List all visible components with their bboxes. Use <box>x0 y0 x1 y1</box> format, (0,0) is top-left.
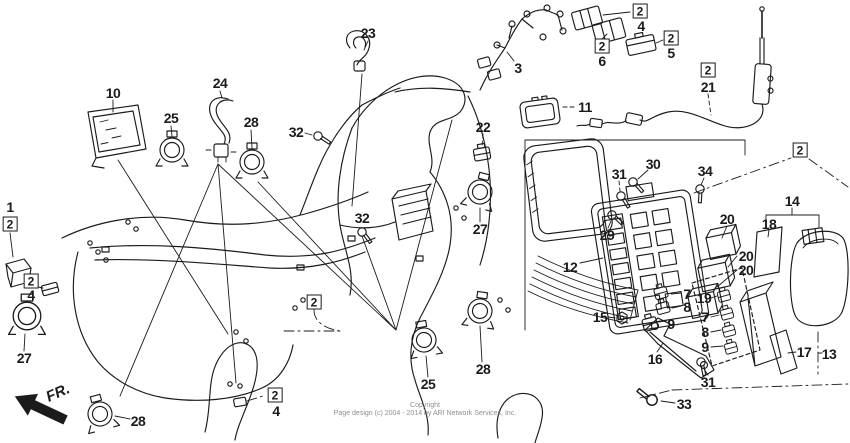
part-callout-3-6: 3 <box>514 60 522 76</box>
part-callout-15-41: 15 <box>592 309 608 325</box>
part-callout-19-46: 19 <box>696 290 712 306</box>
part-callout-24-2: 24 <box>212 75 228 91</box>
copyright-footer: Copyright Page design (c) 2004 - 2014 by… <box>0 402 850 418</box>
fr-arrow-icon <box>14 393 68 425</box>
part-callout-34-34: 34 <box>697 163 713 179</box>
part-callout-23-4: 23 <box>360 25 376 41</box>
part-callout-4-23: 4 <box>27 287 35 303</box>
part-callout-21-14: 21 <box>700 79 716 95</box>
part-callout-2-35: 2 <box>792 142 808 158</box>
fuse-box-artwork <box>523 138 849 399</box>
connector-group-artwork <box>571 5 664 56</box>
part-callout-11-15: 11 <box>578 99 592 115</box>
unit-10-artwork <box>87 99 147 169</box>
part-callout-27-17: 27 <box>472 221 488 237</box>
part-callout-4-8: 4 <box>637 18 645 34</box>
part-callout-9-49: 9 <box>701 339 709 355</box>
part-callout-2-22: 2 <box>23 273 39 289</box>
part-callout-17-52: 17 <box>796 344 812 360</box>
part-callout-16-42: 16 <box>647 351 663 367</box>
part-callout-20-38: 20 <box>719 211 735 227</box>
part-callout-8-48: 8 <box>701 324 709 340</box>
copyright-line2: Page design (c) 2004 - 2014 by ARI Netwo… <box>333 410 517 417</box>
part-callout-8-45: 8 <box>683 299 691 315</box>
part-callout-28-25: 28 <box>130 413 146 429</box>
part-callout-2-13: 2 <box>700 62 716 78</box>
harness-artwork <box>61 73 544 443</box>
clamp-artwork <box>7 30 501 435</box>
part-callout-2-28: 2 <box>267 387 283 403</box>
part-callout-2-21: 2 <box>2 216 18 232</box>
part-callout-13-53: 13 <box>821 346 837 362</box>
part-callout-28-27: 28 <box>475 361 491 377</box>
part-callout-27-24: 27 <box>16 350 32 366</box>
antenna-artwork <box>576 6 774 129</box>
part-callout-25-1: 25 <box>163 110 179 126</box>
fastener-artwork <box>313 131 714 407</box>
part-callout-10-0: 10 <box>105 85 121 101</box>
part-callout-32-5: 32 <box>288 124 304 140</box>
part-callout-22-16: 22 <box>475 119 491 135</box>
subharness-3-artwork <box>476 4 567 91</box>
part-callout-32-18: 32 <box>354 210 370 226</box>
part-callout-33-51: 33 <box>676 396 692 412</box>
component-11-artwork <box>519 95 575 129</box>
part-callout-31-50: 31 <box>700 374 716 390</box>
left-parts-artwork <box>5 232 341 408</box>
part-callout-31-32: 31 <box>611 166 627 182</box>
part-callout-7-44: 7 <box>683 286 691 302</box>
copyright-line1: Copyright <box>410 402 440 409</box>
part-callout-7-47: 7 <box>701 309 709 325</box>
part-callout-2-11: 2 <box>663 30 679 46</box>
part-callout-12-30: 12 <box>562 259 578 275</box>
part-callout-29-31: 29 <box>599 227 615 243</box>
part-callout-20-40: 20 <box>738 262 754 278</box>
part-callout-4-29: 4 <box>272 403 280 419</box>
part-callout-20-39: 20 <box>738 248 754 264</box>
part-callout-2-7: 2 <box>632 3 648 19</box>
part-callout-25-26: 25 <box>420 376 436 392</box>
part-callout-6-10: 6 <box>598 53 606 69</box>
part-callout-1-20: 1 <box>6 199 14 215</box>
part-callout-28-3: 28 <box>243 114 259 130</box>
part-callout-2-9: 2 <box>594 38 610 54</box>
part-callout-30-33: 30 <box>645 156 661 172</box>
part-callout-2-19: 2 <box>306 294 322 310</box>
part-callout-14-36: 14 <box>784 193 800 209</box>
part-callout-5-12: 5 <box>667 45 675 61</box>
part-callout-9-43: 9 <box>667 316 675 332</box>
part-callout-18-37: 18 <box>761 216 777 232</box>
